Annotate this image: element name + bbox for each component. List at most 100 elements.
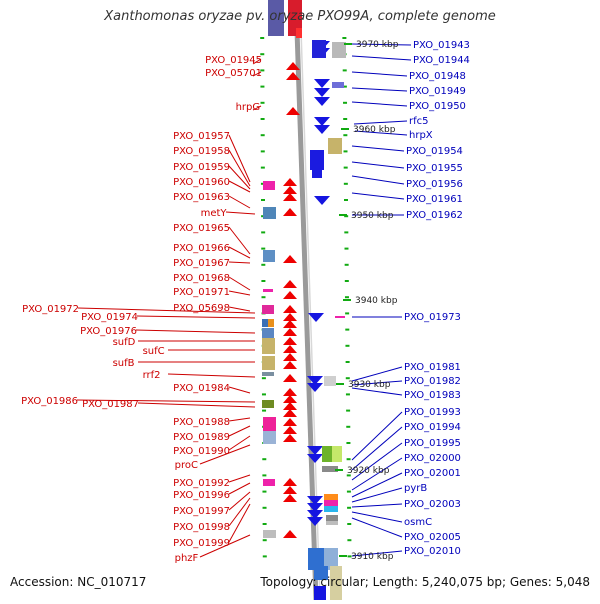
gene-block	[296, 28, 302, 38]
right-leader-line	[351, 87, 408, 92]
right-leader-line	[351, 55, 412, 61]
left-gene-label: PXO_01958	[173, 146, 230, 157]
gene-arrow-up	[283, 280, 297, 288]
left-leader-line	[228, 165, 251, 190]
kbp-tick-label: 3950 kbp	[351, 211, 394, 221]
gene-arrow-up	[283, 418, 297, 426]
gene-arrow-down	[307, 383, 323, 392]
gene-block	[262, 338, 275, 354]
gene-block	[326, 515, 338, 521]
gene-arrow-down	[314, 97, 330, 106]
right-leader-line	[351, 71, 408, 77]
left-gene-label: PXO_01972	[22, 304, 79, 315]
right-leader-line	[351, 145, 405, 152]
gene-arrow-up	[283, 426, 297, 434]
right-gene-label: PXO_01944	[413, 55, 470, 66]
left-gene-label: PXO_01960	[173, 177, 230, 188]
left-leader-line	[199, 444, 251, 465]
gene-arrow-up	[283, 186, 297, 194]
gene-block	[324, 494, 338, 500]
gene-arrow-up	[283, 313, 297, 321]
gene-block	[314, 566, 328, 580]
left-leader-line	[228, 491, 251, 511]
left-gene-labels: PXO_01945PXO_05701hrpGPXO_01957PXO_01958…	[21, 55, 262, 564]
right-leader-line	[351, 503, 403, 508]
left-gene-label: PXO_01990	[173, 446, 230, 457]
gene-block	[263, 289, 273, 292]
gene-block	[324, 376, 336, 386]
right-gene-label: PXO_02005	[404, 532, 461, 543]
gene-features	[262, 0, 346, 600]
gene-arrow-down	[314, 79, 330, 88]
left-gene-label: PXO_01996	[173, 490, 230, 501]
left-gene-label: sufD	[113, 337, 136, 348]
right-leader-line	[351, 192, 405, 200]
right-leader-line	[351, 511, 403, 523]
left-leader-line	[135, 329, 256, 334]
left-gene-label: PXO_01999	[173, 538, 230, 549]
kbp-tick-label: 3910 kbp	[351, 552, 394, 562]
gene-block	[263, 181, 275, 190]
right-gene-label: PXO_01994	[404, 422, 461, 433]
gene-arrow-down	[314, 196, 330, 205]
gene-arrow-down	[314, 125, 330, 134]
gene-arrow-up	[283, 395, 297, 403]
gene-arrow-up	[283, 328, 297, 336]
gene-block	[263, 479, 275, 486]
right-gene-label: PXO_01995	[404, 438, 461, 449]
right-leader-line	[351, 387, 403, 396]
left-gene-label: rrf2	[143, 370, 161, 381]
gene-arrow-up	[283, 530, 297, 538]
left-gene-label: metY	[201, 208, 228, 219]
right-leader-line	[351, 487, 403, 503]
gene-block	[268, 0, 284, 36]
left-leader-line	[199, 534, 251, 558]
right-gene-label: PXO_01983	[404, 390, 461, 401]
gene-block	[263, 207, 276, 219]
left-gene-label: PXO_01989	[173, 432, 230, 443]
left-leader-line	[228, 482, 251, 495]
right-leader-line	[351, 101, 408, 107]
gene-arrow-up	[283, 345, 297, 353]
right-leader-line	[351, 442, 403, 481]
gene-block	[322, 466, 338, 472]
left-gene-label: PXO_01966	[173, 243, 230, 254]
gene-arrow-up	[283, 434, 297, 442]
gene-arrow-down	[314, 117, 330, 126]
right-leader-lines	[351, 43, 412, 557]
left-leader-line	[228, 246, 251, 259]
gene-block	[262, 356, 275, 370]
gene-block	[328, 138, 342, 154]
gene-arrow-down	[307, 510, 323, 519]
gene-block	[262, 305, 274, 314]
left-leader-line	[228, 503, 251, 543]
accession-text: Accession: NC_010717	[10, 575, 147, 589]
left-gene-label: PXO_01997	[173, 506, 230, 517]
left-leader-line	[228, 417, 251, 422]
right-leader-line	[351, 472, 403, 498]
gene-block	[288, 0, 302, 36]
right-gene-labels: PXO_01943PXO_01944PXO_01948PXO_01949PXO_…	[404, 40, 470, 557]
topology-text: Topology: circular; Length: 5,240,075 bp…	[260, 575, 590, 589]
gene-arrow-up	[283, 478, 297, 486]
gene-block	[332, 82, 344, 88]
gene-block	[262, 319, 272, 327]
left-gene-label: PXO_01968	[173, 273, 230, 284]
left-gene-label: PXO_01965	[173, 223, 230, 234]
right-gene-label: PXO_01981	[404, 362, 461, 373]
gene-block	[263, 431, 276, 444]
right-leader-line	[353, 120, 408, 125]
gene-block	[263, 530, 276, 538]
right-leader-line	[351, 517, 403, 538]
gene-arrow-up	[286, 62, 300, 70]
left-gene-label: PXO_01988	[173, 417, 230, 428]
right-gene-label: osmC	[404, 517, 432, 528]
left-leader-line	[225, 211, 256, 215]
left-gene-label: proC	[175, 460, 198, 471]
gene-arrow-up	[283, 494, 297, 502]
left-gene-label: PXO_05701	[205, 68, 262, 79]
left-leader-line	[228, 180, 251, 193]
